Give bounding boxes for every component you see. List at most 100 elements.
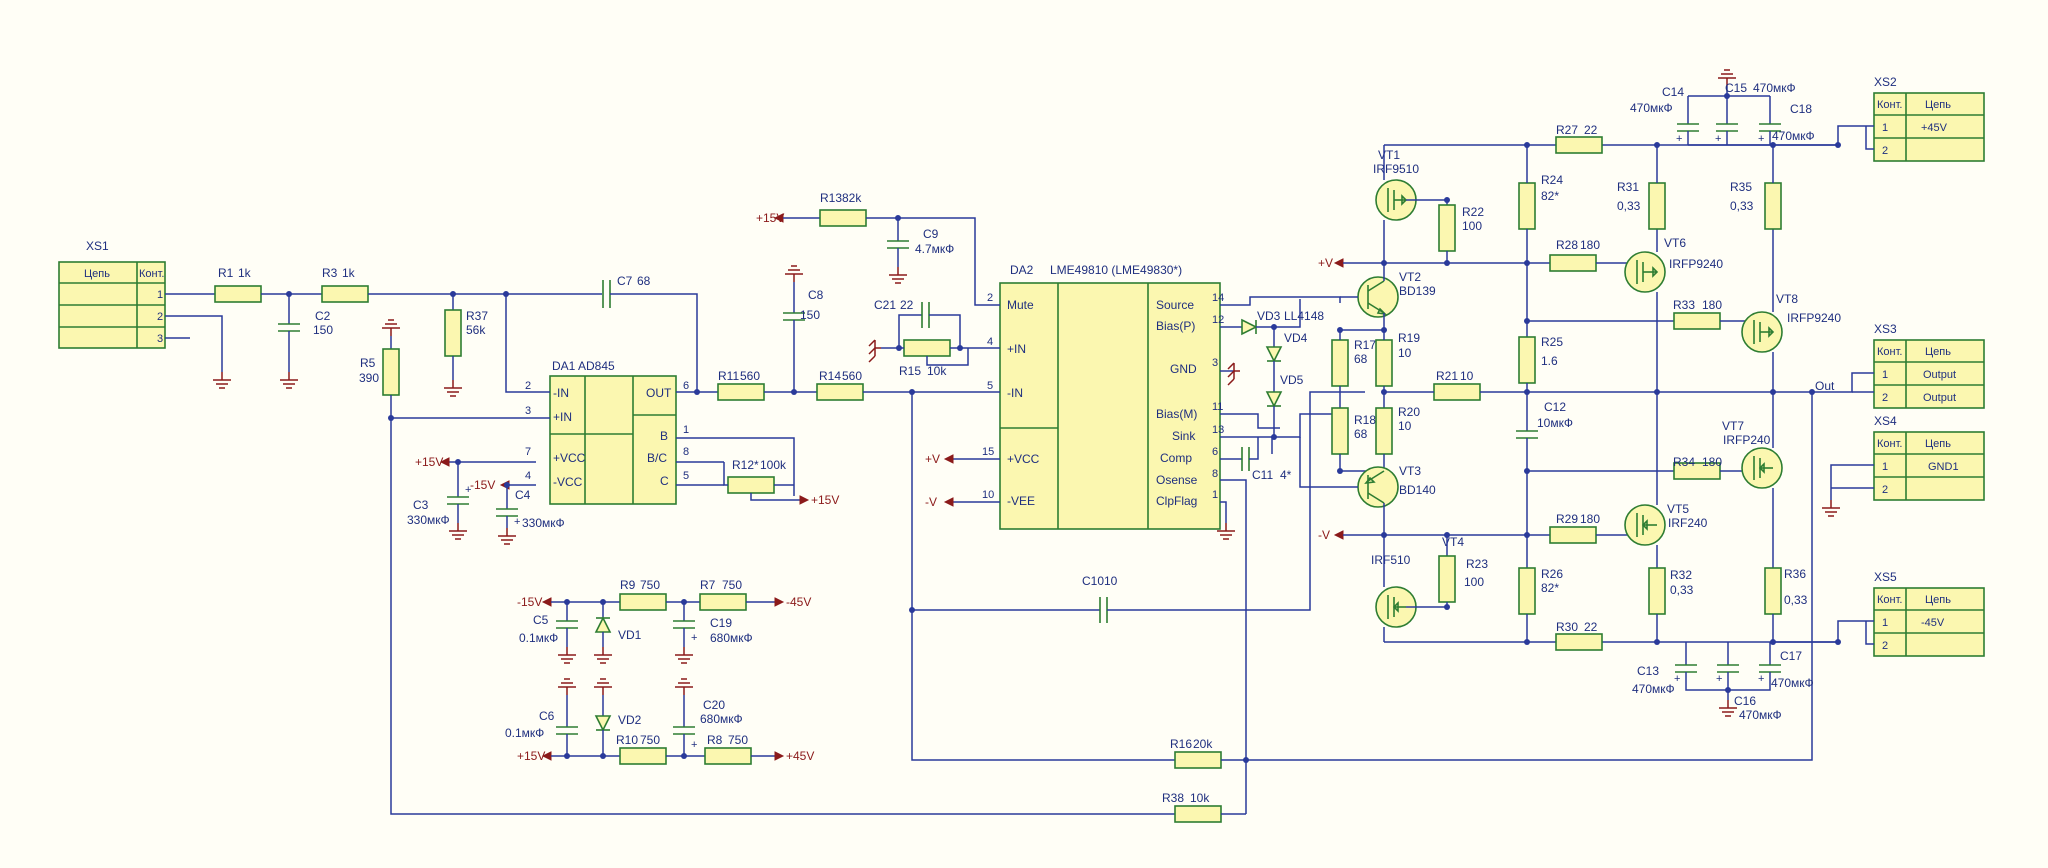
da1-pin-b: B xyxy=(660,429,668,443)
svg-text:+: + xyxy=(514,516,520,528)
resistor-r38: R38 10k xyxy=(1162,791,1222,823)
da1-title: DA1 AD845 xyxy=(552,359,615,373)
r10-ref: R10 xyxy=(616,733,638,747)
vt2-ref: VT2 xyxy=(1399,270,1421,284)
resistor-r28: R28 180 xyxy=(1549,238,1600,272)
c17-value: 470мкФ xyxy=(1771,676,1814,690)
c11-ref: C11 xyxy=(1252,468,1273,482)
r22-value: 100 xyxy=(1462,219,1482,233)
xs3-row1-pin: 1 xyxy=(1882,369,1888,381)
r27-value: 22 xyxy=(1584,123,1598,137)
vd5-ref: VD5 xyxy=(1280,373,1304,387)
vd3-ref: VD3 xyxy=(1257,309,1281,323)
c4-ref: C4 xyxy=(515,488,531,502)
c7-ref: C7 xyxy=(617,274,633,288)
resistor-r23: R23 100 xyxy=(1438,535,1488,607)
c14-value: 470мкФ xyxy=(1630,101,1673,115)
c21-ref: C21 xyxy=(874,298,896,312)
c2-ref: C2 xyxy=(315,309,331,323)
r15-value: 10k xyxy=(927,364,947,378)
r27-ref: R27 xyxy=(1556,123,1578,137)
xs4-row2-pin: 2 xyxy=(1882,484,1888,496)
capacitor-c21: C21 22 xyxy=(874,298,961,348)
c11-value: 4* xyxy=(1280,468,1292,482)
xs4-ref: XS4 xyxy=(1874,414,1897,428)
xs2-ref: XS2 xyxy=(1874,75,1897,89)
xs3-row2-net: Output xyxy=(1923,392,1956,404)
c17-ref: C17 xyxy=(1780,649,1802,663)
da2-pin-bias-p: Bias(P) xyxy=(1156,319,1195,333)
da2-num-4: 4 xyxy=(987,336,993,348)
svg-text:+: + xyxy=(1676,133,1682,145)
xs4-col-net: Цепь xyxy=(1925,438,1951,450)
r29-value: 180 xyxy=(1580,512,1600,526)
r16-value: 20k xyxy=(1193,737,1213,751)
r36-value: 0,33 xyxy=(1784,593,1808,607)
da2-num-6: 6 xyxy=(1212,446,1218,458)
r19-value: 10 xyxy=(1398,346,1412,360)
xs1-col-pin: Конт. xyxy=(139,268,164,280)
r16-ref: R16 xyxy=(1170,737,1192,751)
da2-pin-osense: Osense xyxy=(1156,473,1198,487)
ic-da1: DA1 AD845 -IN +IN +VCC -VCC OUT B B/C C … xyxy=(525,359,689,505)
vd1-ref: VD1 xyxy=(618,628,642,642)
da1-pin-minus-in: -IN xyxy=(553,386,569,400)
resistor-r5: R5 390 xyxy=(359,319,401,421)
r20-value: 10 xyxy=(1398,419,1412,433)
svg-text:+: + xyxy=(1674,673,1680,685)
diode-vd4: VD4 xyxy=(1265,331,1308,363)
c12-ref: C12 xyxy=(1544,400,1566,414)
r15-ref: R15 xyxy=(899,364,921,378)
da2-num-15: 15 xyxy=(982,446,994,458)
vt6-ref: VT6 xyxy=(1664,236,1686,250)
transistor-vt7: VT7 IRFP240 xyxy=(1722,419,1783,489)
r12-ref: R12* xyxy=(732,458,759,472)
net-p15-da1: +15V xyxy=(415,455,443,469)
r18-ref: R18 xyxy=(1354,413,1376,427)
da2-pin-sink: Sink xyxy=(1172,429,1196,443)
net-p45-aux: +45V xyxy=(786,749,814,763)
vt1-ref: VT1 xyxy=(1378,148,1400,162)
c19-value: 680мкФ xyxy=(710,631,753,645)
diode-vd5: VD5 xyxy=(1265,373,1304,408)
r24-ref: R24 xyxy=(1541,173,1563,187)
da1-pin-bc: B/C xyxy=(647,451,667,465)
da2-pin-bias-m: Bias(M) xyxy=(1156,407,1197,421)
da2-num-8: 8 xyxy=(1212,468,1218,480)
xs1-pin-3: 3 xyxy=(157,333,163,345)
r7-value: 750 xyxy=(722,578,742,592)
r20-ref: R20 xyxy=(1398,405,1420,419)
xs5-col-pin: Конт. xyxy=(1877,594,1902,606)
da1-num-6: 6 xyxy=(683,380,689,392)
resistor-r1: R1 1k xyxy=(214,266,262,303)
da2-num-10: 10 xyxy=(982,489,994,501)
c20-value: 680мкФ xyxy=(700,712,743,726)
resistor-r22: R22 100 xyxy=(1438,200,1484,263)
r26-value: 82* xyxy=(1541,581,1559,595)
capacitor-c13: + C13 470мкФ xyxy=(1632,664,1697,696)
net-m15-aux: -15V xyxy=(517,595,542,609)
xs3-col-net: Цепь xyxy=(1925,346,1951,358)
capacitor-c19: + C19 680мкФ xyxy=(673,602,753,664)
c6-ref: C6 xyxy=(539,709,555,723)
capacitor-c3: + C3 330мкФ xyxy=(407,462,471,540)
diode-vd3: VD3 LL4148 xyxy=(1241,309,1324,336)
transistor-vt1: VT1 IRF9510 xyxy=(1373,148,1419,221)
capacitor-c17: + C17 470мкФ xyxy=(1758,649,1814,690)
xs1-pin-2: 2 xyxy=(157,311,163,323)
da1-num-7: 7 xyxy=(525,446,531,458)
r5-ref: R5 xyxy=(360,356,376,370)
svg-text:+: + xyxy=(1758,673,1764,685)
vt6-value: IRFP9240 xyxy=(1669,257,1723,271)
c7-value: 68 xyxy=(637,274,651,288)
resistor-r8: R8 750 xyxy=(704,733,752,765)
resistor-r32: R32 0,33 xyxy=(1648,567,1694,615)
r1-ref: R1 xyxy=(218,266,234,280)
r3-ref: R3 xyxy=(322,266,338,280)
net-p15-r12: +15V xyxy=(811,493,839,507)
c10-ref: C10 xyxy=(1082,574,1104,588)
r5-value: 390 xyxy=(359,371,379,385)
c13-ref: C13 xyxy=(1637,664,1659,678)
resistor-r33: R33 180 xyxy=(1673,298,1722,330)
resistor-r18: R18 68 xyxy=(1331,407,1376,455)
